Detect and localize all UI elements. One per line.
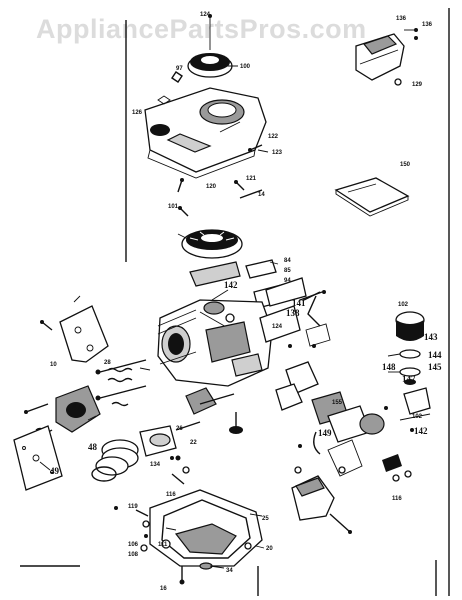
part-label: 116 <box>166 492 176 498</box>
fan-part <box>181 229 243 287</box>
part-label: 102 <box>398 302 409 308</box>
part-label: 106 <box>128 542 139 548</box>
valve-springs-part <box>95 359 147 407</box>
part-label: 136 <box>422 22 433 28</box>
frame-lines <box>20 8 450 596</box>
part-label: 108 <box>128 552 139 558</box>
part-label: 120 <box>206 184 217 190</box>
bracket-plate-part <box>40 295 109 363</box>
part-label: 148 <box>382 362 396 372</box>
sump-fasteners <box>114 456 185 552</box>
part-label: 149 <box>318 428 332 438</box>
part-label: 16 <box>160 586 167 592</box>
part-label: 150 <box>400 162 411 168</box>
housing-screws <box>177 144 263 217</box>
part-label: 119 <box>128 504 138 510</box>
part-label: 97 <box>176 66 183 72</box>
part-label: 144 <box>428 350 442 360</box>
part-label: 138 <box>286 308 300 318</box>
part-label: 124 <box>272 324 283 330</box>
part-label: 123 <box>272 150 283 156</box>
part-label: 49 <box>50 466 60 476</box>
part-label: 111 <box>158 542 168 548</box>
part-label: 142 <box>224 280 238 290</box>
part-label: 124 <box>200 12 211 18</box>
part-label: 28 <box>104 360 111 366</box>
part-label: 25 <box>262 516 269 522</box>
part-label: 141 <box>292 298 306 308</box>
breather-cover-part <box>259 277 331 348</box>
part-label: 84 <box>284 258 291 264</box>
part-label: 155 <box>332 400 343 406</box>
fuel-tank-part <box>355 28 418 86</box>
part-label: 134 <box>150 462 161 468</box>
watermark: AppliancePartsPros.com <box>36 14 367 44</box>
blower-housing-part <box>144 71 267 179</box>
part-label: 136 <box>396 16 407 22</box>
gasket-part <box>13 425 63 491</box>
part-label: 34 <box>226 568 233 574</box>
flywheel-part <box>187 14 233 78</box>
engine-block-part <box>157 299 273 387</box>
part-label: 20 <box>266 546 273 552</box>
part-label: 126 <box>132 110 143 116</box>
part-label: 102 <box>412 414 423 420</box>
muffler-part <box>291 475 352 534</box>
crankshaft-part <box>175 387 243 474</box>
part-labels: 124 100 97 126 122 123 121 120 14 101 13… <box>50 12 442 592</box>
part-label: 26 <box>176 426 183 432</box>
leader-lines <box>39 65 401 569</box>
part-label: 122 <box>268 134 279 140</box>
part-label: 10 <box>50 362 57 368</box>
part-label: 101 <box>168 204 179 210</box>
part-label: 48 <box>88 442 98 452</box>
air-filter-part <box>303 291 425 385</box>
part-label: 47 <box>72 402 82 412</box>
oil-base-part <box>149 489 263 585</box>
part-label: 143 <box>424 332 438 342</box>
piston-rings-part <box>91 421 201 482</box>
part-label: 129 <box>412 82 423 88</box>
carburetor-part <box>275 361 431 482</box>
part-label: 116 <box>392 496 402 502</box>
cylinder-head-part <box>24 385 101 433</box>
manual-booklet-part <box>334 177 410 217</box>
part-label: 22 <box>190 440 197 446</box>
part-label: 145 <box>428 362 442 372</box>
part-label: 85 <box>284 268 291 274</box>
part-label: 14 <box>258 192 265 198</box>
part-label: 121 <box>246 176 257 182</box>
part-label: 147 <box>402 374 416 384</box>
part-label: 94 <box>284 278 291 284</box>
part-label: 142 <box>414 426 428 436</box>
part-label: 100 <box>240 64 251 70</box>
